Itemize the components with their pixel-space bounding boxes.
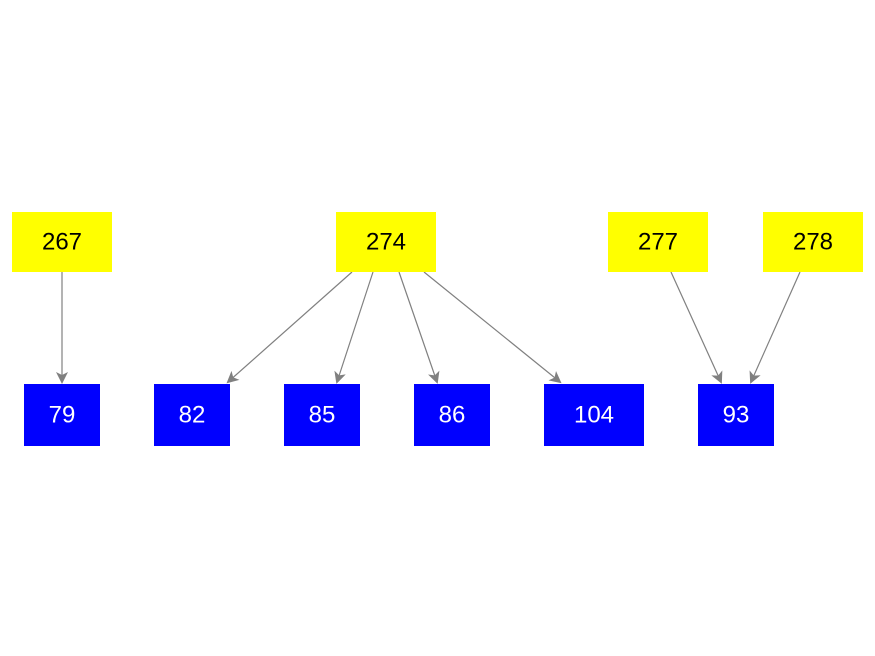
edge-274-to-86: [398, 271, 440, 384]
edge-278-to-93: [749, 271, 801, 384]
node-93-label: 93: [723, 402, 750, 429]
node-274[interactable]: 274: [336, 212, 436, 272]
node-278[interactable]: 278: [763, 212, 863, 272]
node-277-box: [608, 212, 708, 272]
node-278-label: 278: [793, 229, 833, 256]
node-267[interactable]: 267: [12, 212, 112, 272]
node-277[interactable]: 277: [608, 212, 708, 272]
node-267-box: [12, 212, 112, 272]
node-104[interactable]: 104: [544, 384, 644, 446]
node-267-label: 267: [42, 229, 82, 256]
node-104-box: [544, 384, 644, 446]
edge-274-to-85: [334, 271, 374, 384]
node-86-box: [414, 384, 490, 446]
edge-274-to-104: [423, 271, 562, 384]
node-86-label: 86: [439, 402, 466, 429]
node-93-box: [698, 384, 774, 446]
node-79[interactable]: 79: [24, 384, 100, 446]
node-86[interactable]: 86: [414, 384, 490, 446]
edge-277-to-93: [670, 271, 723, 384]
node-82-label: 82: [179, 402, 206, 429]
edges-layer: [56, 271, 801, 384]
node-82[interactable]: 82: [154, 384, 230, 446]
node-85-label: 85: [309, 402, 336, 429]
edge-274-to-82: [226, 271, 353, 384]
node-104-label: 104: [574, 402, 614, 429]
node-274-box: [336, 212, 436, 272]
node-85[interactable]: 85: [284, 384, 360, 446]
node-79-label: 79: [49, 402, 76, 429]
node-82-box: [154, 384, 230, 446]
node-93[interactable]: 93: [698, 384, 774, 446]
node-278-box: [763, 212, 863, 272]
node-85-box: [284, 384, 360, 446]
nodes-layer: 267 274 277 278 79 82 85 86 104 93: [12, 212, 863, 446]
node-277-label: 277: [638, 229, 678, 256]
node-79-box: [24, 384, 100, 446]
node-274-label: 274: [366, 229, 406, 256]
